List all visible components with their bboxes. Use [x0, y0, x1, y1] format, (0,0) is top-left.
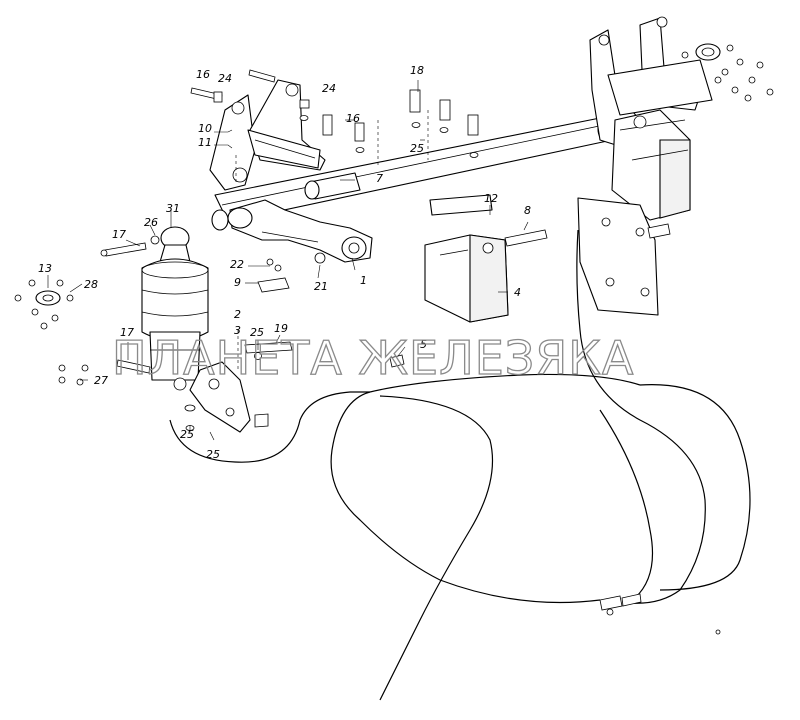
callout-16a: 16	[196, 68, 210, 81]
callout-31: 31	[166, 202, 180, 215]
leader-lines	[47, 80, 529, 441]
callout-26: 26	[144, 216, 158, 229]
callout-12: 12	[484, 192, 498, 205]
callout-25a: 25	[410, 142, 424, 155]
callout-25b: 25	[250, 326, 264, 339]
callout-18: 18	[410, 64, 424, 77]
level-valve-lever	[173, 341, 293, 433]
callout-17b: 17	[120, 326, 134, 339]
left-hardware	[14, 279, 74, 330]
callout-13: 13	[38, 262, 52, 275]
left-upper-bracket	[209, 79, 326, 191]
callout-16b: 16	[346, 112, 360, 125]
callout-2: 2	[234, 308, 241, 321]
callout-19: 19	[274, 322, 288, 335]
callout-27: 27	[94, 374, 108, 387]
mounting-bracket-4	[424, 194, 548, 323]
callout-25c: 25	[180, 428, 194, 441]
callout-7: 7	[376, 172, 383, 185]
callout-4: 4	[514, 286, 521, 299]
callout-17a: 17	[112, 228, 126, 241]
lower-left-hardware	[58, 359, 151, 386]
callout-3: 3	[234, 324, 241, 337]
callouts: 16 24 10 11 24 16 18 25 7 12 8 31 26 17 …	[38, 64, 531, 461]
hose-tee-connector	[599, 593, 721, 635]
watermark: ПЛАНЕТА ЖЕЛЕЗЯКА	[112, 331, 634, 385]
callout-28: 28	[84, 278, 98, 291]
callout-21: 21	[314, 280, 328, 293]
bushing-7	[304, 172, 361, 200]
callout-1: 1	[360, 274, 367, 287]
right-upper-bracket	[589, 16, 713, 221]
callout-11: 11	[198, 136, 212, 149]
callout-25d: 25	[206, 448, 220, 461]
callout-22: 22	[230, 258, 244, 271]
callout-5: 5	[420, 338, 427, 351]
right-mount-plate	[577, 197, 671, 316]
air-spring	[141, 226, 209, 381]
top-right-hardware	[681, 43, 774, 102]
callout-10: 10	[198, 122, 212, 135]
bolt-17-upper	[100, 242, 147, 257]
callout-9: 9	[234, 276, 241, 289]
fasteners-top	[190, 69, 479, 158]
trailing-arm	[211, 199, 373, 293]
callout-8: 8	[524, 204, 531, 217]
callout-24a: 24	[218, 72, 232, 85]
callout-24b: 24	[322, 82, 336, 95]
air-hoses	[169, 229, 751, 701]
